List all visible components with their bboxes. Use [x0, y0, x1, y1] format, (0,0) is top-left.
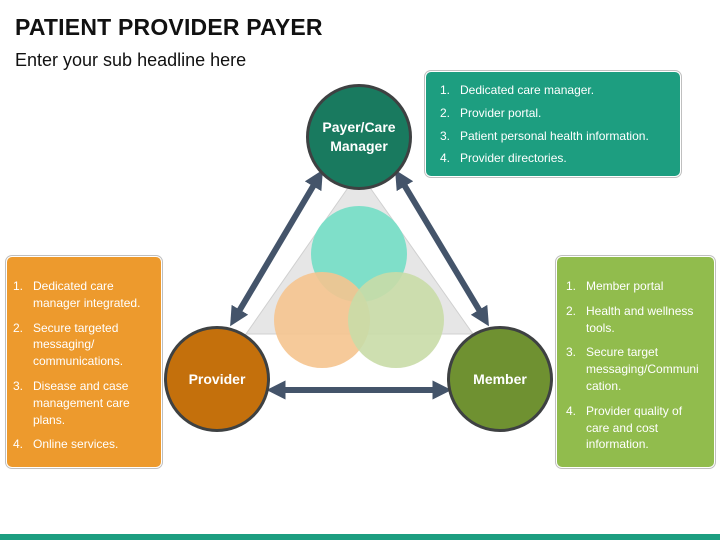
node-provider: Provider — [164, 326, 270, 432]
list-item: 2.Secure targeted messaging/ communicati… — [13, 320, 124, 369]
node-payer-care-manager: Payer/Care Manager — [306, 84, 412, 190]
list-item: 1.Dedicated care manager integrated. — [13, 279, 141, 310]
page-title: PATIENT PROVIDER PAYER — [15, 14, 323, 40]
arrow-payer-provider — [230, 169, 323, 327]
arrow-payer-member — [395, 169, 489, 327]
list-item: 1.Member portal — [566, 279, 664, 293]
venn-circle-right — [348, 272, 444, 368]
list-item: 4.Online services. — [13, 437, 119, 452]
payer-info-list: 1.Dedicated care manager. 2.Provider por… — [440, 82, 670, 167]
provider-info-list: 1.Dedicated care manager integrated. 2.S… — [13, 278, 155, 453]
list-item: 3.Disease and case management care plans… — [13, 378, 130, 427]
provider-info-box: 1.Dedicated care manager integrated. 2.S… — [6, 256, 162, 468]
node-member-label: Member — [473, 370, 527, 387]
list-item: 3.Patient personal health information. — [440, 128, 649, 143]
node-payer-label: Payer/Care Manager — [322, 119, 396, 154]
list-item: 4.Provider quality of care and cost info… — [566, 403, 683, 452]
node-member: Member — [447, 326, 553, 432]
page-subtitle: Enter your sub headline here — [15, 50, 247, 70]
footer-accent-bar — [0, 534, 720, 540]
member-info-list: 1.Member portal 2.Health and wellness to… — [566, 278, 708, 453]
list-item: 3.Secure target messaging/Communi cation… — [566, 345, 699, 393]
node-provider-label: Provider — [188, 370, 246, 387]
list-item: 1.Dedicated care manager. — [440, 83, 595, 97]
list-item: 4.Provider directories. — [440, 151, 567, 166]
list-item: 2.Health and wellness tools. — [566, 303, 694, 335]
member-info-box: 1.Member portal 2.Health and wellness to… — [556, 256, 715, 468]
list-item: 2.Provider portal. — [440, 105, 542, 120]
payer-info-box: 1.Dedicated care manager. 2.Provider por… — [425, 71, 681, 177]
